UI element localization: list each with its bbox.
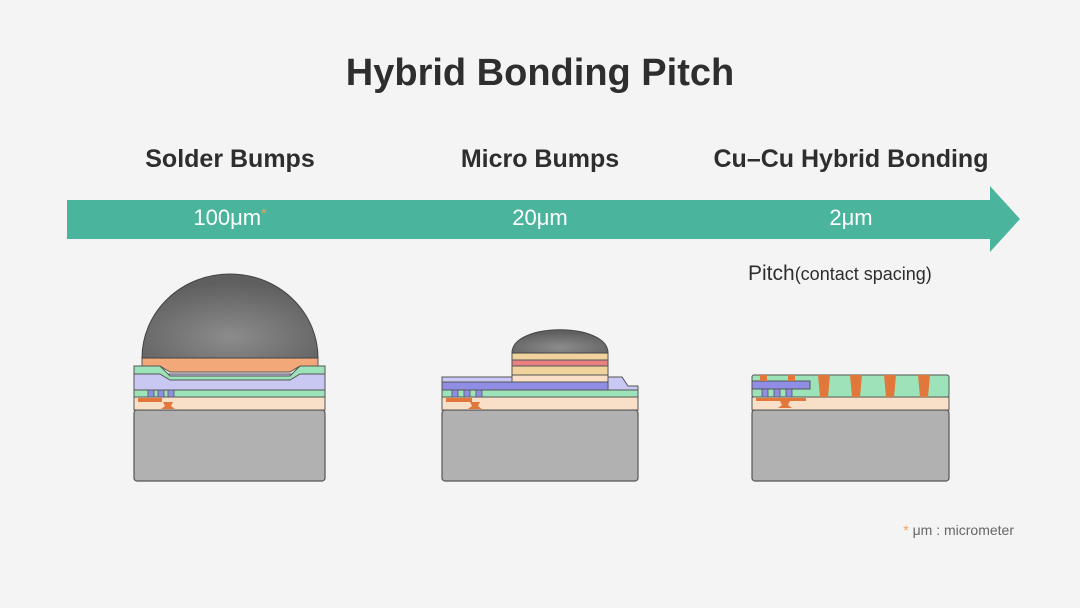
micro-barrier: [511, 359, 609, 367]
solder-ubm-layer: [141, 356, 319, 373]
micro-green-layer: [441, 389, 639, 398]
hybrid-purple-layer: [751, 380, 811, 390]
pitch-value-solder: 100μm*: [130, 205, 330, 231]
page-title: Hybrid Bonding Pitch: [345, 52, 735, 94]
pitch-caption-detail: (contact spacing): [794, 264, 932, 284]
solder-bump-cross-section: [133, 273, 326, 482]
hybrid-bonding-cross-section: [751, 374, 950, 482]
micro-pillar: [511, 365, 609, 376]
hybrid-substrate: [751, 409, 950, 482]
micro-substrate: [441, 409, 639, 482]
pitch-value-solder-text: 100μm: [193, 205, 262, 230]
solder-green-pad: [133, 365, 326, 381]
micro-via: [468, 402, 482, 409]
hybrid-cu-pad: [818, 375, 830, 397]
solder-substrate: [133, 409, 326, 482]
footnote-marker: *: [903, 522, 909, 538]
footnote-text: μm : micrometer: [912, 522, 1014, 538]
solder-copper-trace: [138, 398, 162, 402]
heading-hybrid-bonding: Cu–Cu Hybrid Bonding: [713, 145, 989, 173]
solder-bump-ball: [141, 273, 319, 359]
pitch-value-micro: 20μm: [512, 205, 568, 230]
pitch-asterisk: *: [261, 205, 267, 221]
pitch-caption-main: Pitch: [748, 262, 795, 285]
micro-bump-cap: [511, 329, 609, 354]
micro-purple-layer: [441, 381, 609, 391]
footnote: * μm : micrometer: [903, 522, 1014, 538]
cross-section-diagrams: [133, 273, 950, 482]
heading-solder-bumps: Solder Bumps: [145, 145, 315, 173]
solder-via: [161, 402, 175, 409]
pitch-value-hybrid: 2μm: [829, 205, 873, 230]
hybrid-cu-pad: [918, 375, 930, 397]
heading-micro-bumps: Micro Bumps: [460, 145, 620, 173]
hybrid-cu-pad: [884, 375, 896, 397]
pitch-scale-arrow: [67, 186, 1020, 252]
hybrid-cu-pad: [850, 375, 862, 397]
micro-bump-cross-section: [441, 329, 639, 482]
pitch-caption: Pitch(contact spacing): [748, 262, 932, 286]
hybrid-via: [778, 401, 792, 408]
